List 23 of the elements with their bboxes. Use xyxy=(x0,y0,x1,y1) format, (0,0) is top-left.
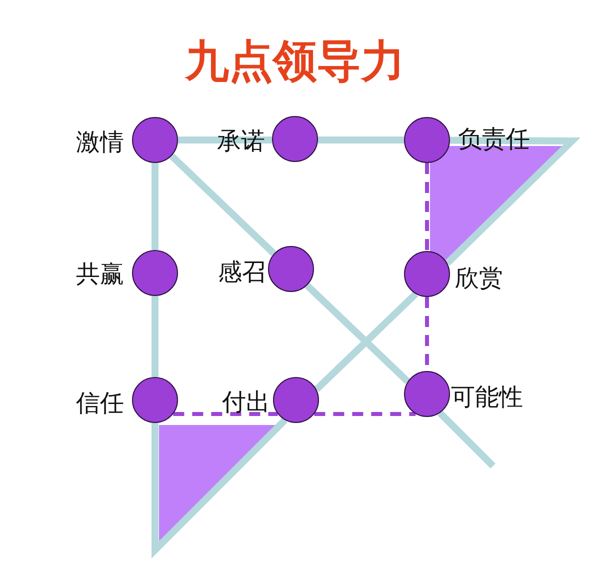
connector-line xyxy=(444,136,581,266)
dot-label: 付出 xyxy=(222,390,270,416)
connector-line xyxy=(152,418,288,558)
dot-label: 可能性 xyxy=(451,385,523,411)
connector-line xyxy=(304,282,410,384)
diagram-title: 九点领导力 xyxy=(184,36,406,88)
dot-label: 欣赏 xyxy=(455,266,503,292)
dot-label: 激情 xyxy=(76,130,124,156)
dashed-line xyxy=(173,412,278,416)
connector-line xyxy=(438,410,496,468)
dashed-line xyxy=(314,412,416,416)
dot-label: 信任 xyxy=(76,391,124,417)
dot-label: 承诺 xyxy=(217,129,265,155)
connector-line xyxy=(169,153,276,256)
connector-line xyxy=(314,291,418,392)
dot-label: 共赢 xyxy=(76,262,124,288)
dot-label: 负责任 xyxy=(458,127,530,153)
dot-label: 感召 xyxy=(218,260,266,286)
connector-line xyxy=(178,136,272,144)
connector-line xyxy=(152,163,158,250)
connector-line xyxy=(318,136,404,144)
dashed-line xyxy=(425,163,429,251)
connector-line xyxy=(152,296,158,377)
